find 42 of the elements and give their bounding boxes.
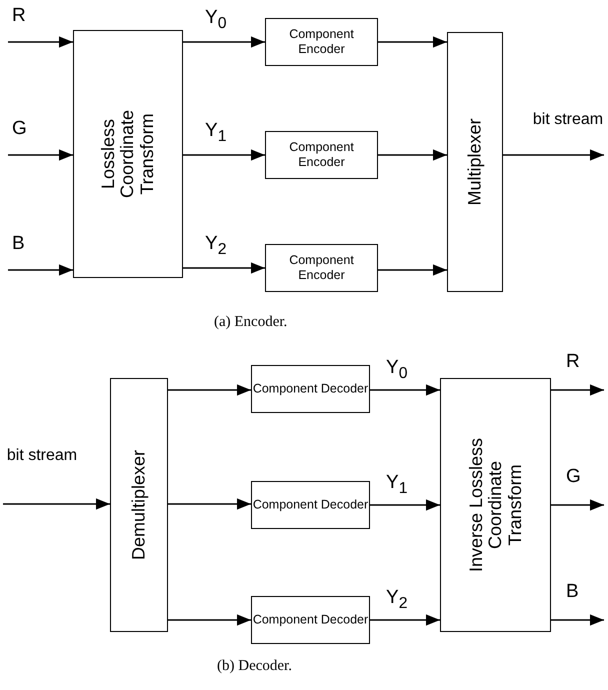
arrow xyxy=(8,264,73,276)
process-box xyxy=(251,596,370,644)
box-label: Component Encoder xyxy=(288,27,355,57)
arrow xyxy=(370,499,440,511)
arrow xyxy=(370,614,440,626)
caption: (b) Decoder. xyxy=(217,658,292,675)
arrow xyxy=(168,498,251,510)
box-label: Component Decoder xyxy=(252,382,369,396)
arrow xyxy=(378,264,447,276)
process-box xyxy=(440,378,551,632)
arrow xyxy=(503,149,604,161)
box-label: Component Encoder xyxy=(288,140,355,170)
arrow xyxy=(168,614,251,626)
arrow xyxy=(3,498,110,510)
arrow xyxy=(183,262,265,274)
box-label: Lossless Coordinate Transform xyxy=(98,108,158,200)
process-box xyxy=(110,378,168,632)
box-label: Component Decoder xyxy=(252,612,369,628)
box-label: Multiplexer xyxy=(465,117,485,208)
process-box xyxy=(265,131,378,179)
box-label: Inverse Lossless Coordinate Transform xyxy=(466,436,525,574)
arrow xyxy=(183,149,265,161)
arrow xyxy=(378,149,447,161)
arrow xyxy=(551,499,604,511)
arrow xyxy=(551,614,604,626)
arrow xyxy=(8,36,73,48)
arrow xyxy=(370,384,440,396)
caption: (a) Encoder. xyxy=(214,314,288,331)
box-label: Component Decoder xyxy=(252,498,369,512)
process-box xyxy=(251,365,370,413)
process-box xyxy=(73,30,183,278)
arrow xyxy=(183,36,265,48)
arrow xyxy=(8,149,73,161)
process-box xyxy=(447,32,503,292)
box-label: Component Encoder xyxy=(288,253,355,283)
process-box xyxy=(265,244,378,292)
arrow xyxy=(378,36,447,48)
process-box xyxy=(265,18,378,66)
arrow xyxy=(551,384,604,396)
box-label: Demultiplexer xyxy=(129,448,149,562)
arrow xyxy=(168,384,251,396)
process-box xyxy=(251,481,370,529)
